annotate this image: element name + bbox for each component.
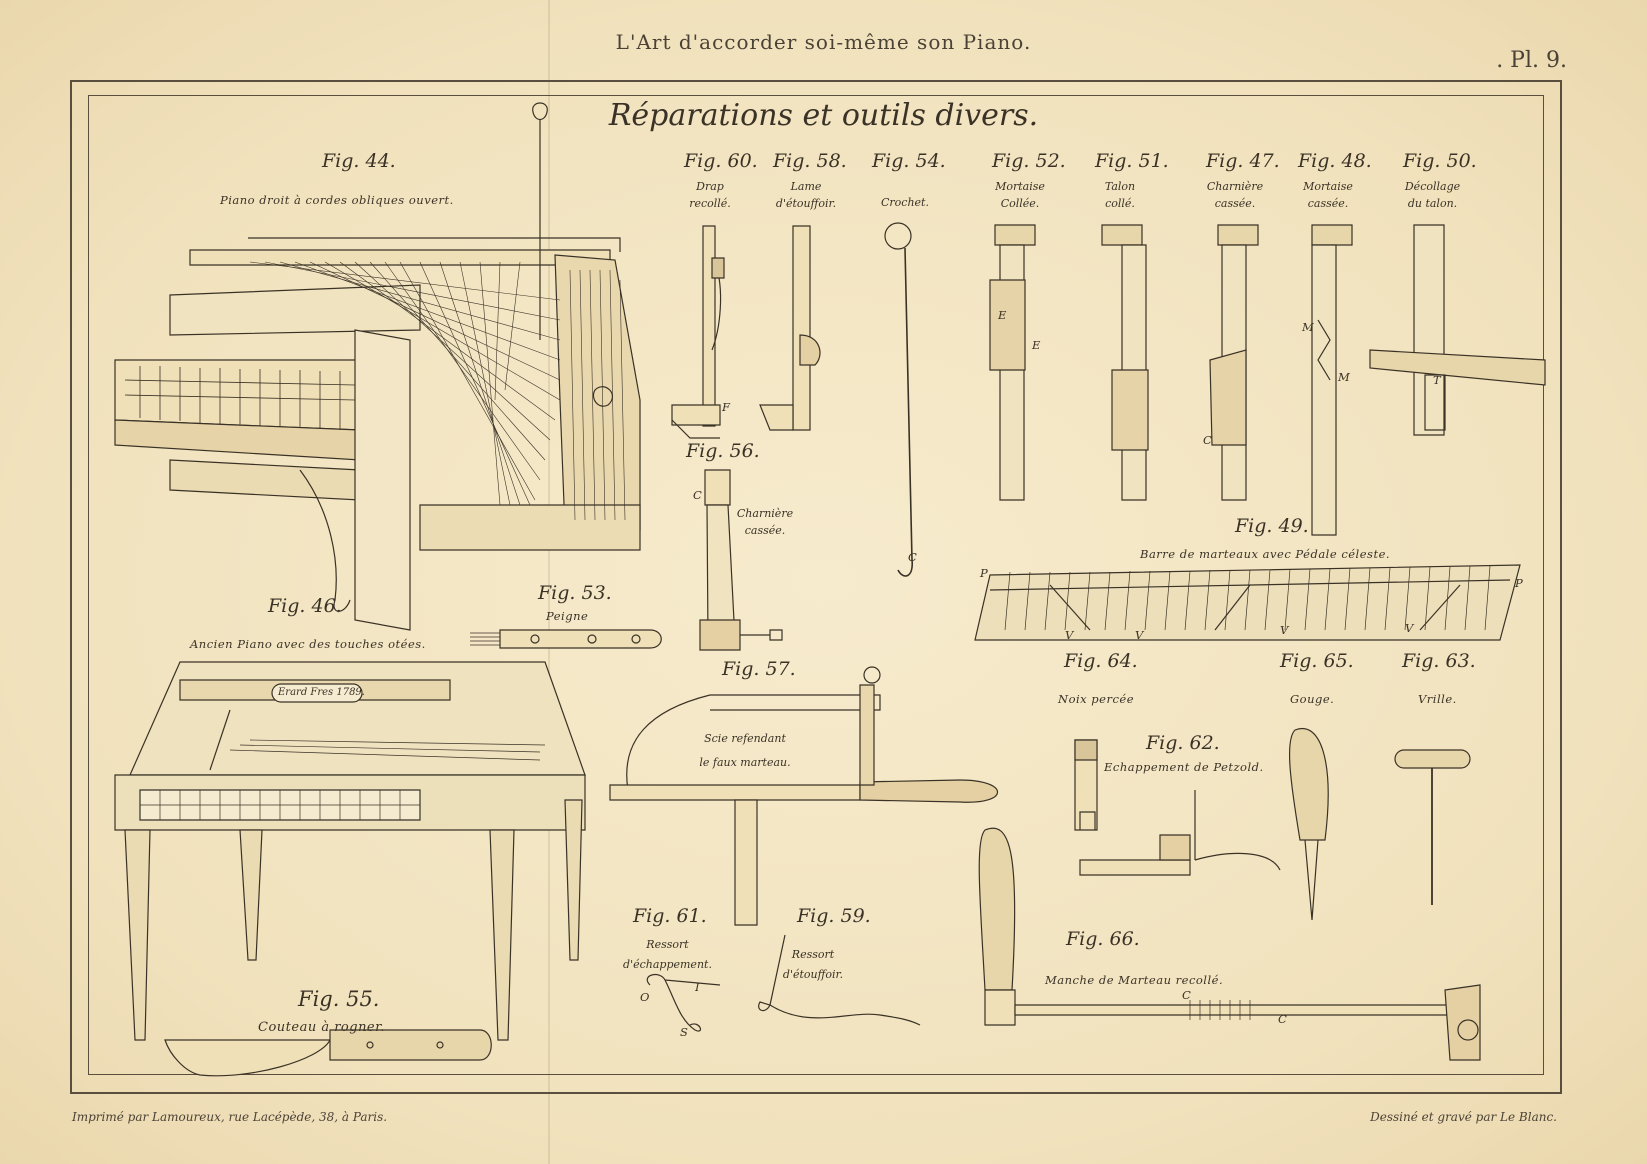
fig56-caption: Charnière cassée. bbox=[736, 507, 794, 537]
fig50-label: Fig. 50. bbox=[1403, 150, 1477, 172]
fig58-label: Fig. 58. bbox=[773, 150, 847, 172]
fig47-label: Fig. 47. bbox=[1206, 150, 1280, 172]
fig66-label: Fig. 66. bbox=[1066, 928, 1140, 950]
letter-F: F bbox=[722, 400, 731, 414]
letter-V-1: V bbox=[1065, 628, 1074, 642]
fig56-label: Fig. 56. bbox=[686, 440, 760, 462]
letter-E-1: E bbox=[998, 308, 1007, 322]
letter-P-1: P bbox=[980, 566, 989, 580]
plate-frame-outer bbox=[70, 80, 1562, 1094]
fig46-caption: Ancien Piano avec des touches otées. bbox=[190, 637, 426, 651]
letter-V-2: V bbox=[1135, 628, 1144, 642]
fig62-caption: Echappement de Petzold. bbox=[1104, 760, 1264, 774]
fig49-caption: Barre de marteaux avec Pédale céleste. bbox=[1140, 547, 1391, 561]
plate-number: . Pl. 9. bbox=[1496, 48, 1567, 73]
peigne-illustration bbox=[470, 630, 661, 648]
petzold-illustration bbox=[1075, 740, 1280, 875]
fig62-label: Fig. 62. bbox=[1146, 732, 1220, 754]
fig61-caption: Ressort d'échappement. bbox=[623, 938, 712, 971]
letter-C-54: C bbox=[908, 550, 918, 564]
fig65-label: Fig. 65. bbox=[1280, 650, 1354, 672]
fig51-label: Fig. 51. bbox=[1095, 150, 1169, 172]
saw-illustration bbox=[610, 667, 998, 925]
ressort-echappement-illustration bbox=[647, 975, 720, 1031]
letter-C-66b: C bbox=[1278, 1012, 1288, 1026]
fig61-label: Fig. 61. bbox=[633, 905, 707, 927]
fig58-illustration bbox=[760, 226, 820, 430]
ressort-etouffoir-illustration bbox=[759, 935, 920, 1025]
gouge-illustration bbox=[1290, 728, 1329, 920]
fig44-label: Fig. 44. bbox=[322, 150, 396, 172]
plate-title: Réparations et outils divers. bbox=[608, 98, 1039, 133]
letter-E-2: E bbox=[1032, 338, 1041, 352]
fig52-caption: Mortaise Collée. bbox=[995, 180, 1045, 210]
hammer-handle-illustration bbox=[979, 828, 1480, 1060]
letter-V-4: V bbox=[1405, 621, 1414, 635]
vrille-illustration bbox=[1395, 750, 1470, 905]
fig65-caption: Gouge. bbox=[1290, 692, 1335, 706]
plate-frame-inner bbox=[88, 95, 1544, 1075]
center-fold bbox=[548, 0, 550, 1164]
letter-M-2: M bbox=[1338, 370, 1351, 384]
fig54-caption: Crochet. bbox=[881, 196, 929, 209]
fig55-caption: Couteau à rogner. bbox=[258, 1020, 386, 1035]
fig53-label: Fig. 53. bbox=[538, 582, 612, 604]
letter-C-66a: C bbox=[1182, 988, 1192, 1002]
fig46-label: Fig. 46. bbox=[268, 595, 342, 617]
letter-O: O bbox=[640, 990, 650, 1004]
hammer-shanks-illustration bbox=[990, 225, 1545, 535]
maker-plate-text: Erard Fres 1789. bbox=[278, 687, 365, 698]
hammer-rail-illustration bbox=[975, 565, 1520, 640]
square-piano-illustration bbox=[115, 662, 585, 1040]
upright-piano-illustration bbox=[115, 103, 640, 630]
letter-S: S bbox=[680, 1025, 689, 1039]
fig55-label: Fig. 55. bbox=[298, 987, 380, 1011]
fig63-label: Fig. 63. bbox=[1402, 650, 1476, 672]
fig52-label: Fig. 52. bbox=[992, 150, 1066, 172]
fig66-caption: Manche de Marteau recollé. bbox=[1045, 973, 1224, 987]
fig58-caption: Lame d'étouffoir. bbox=[775, 180, 837, 210]
fig49-label: Fig. 49. bbox=[1235, 515, 1309, 537]
fig60-label: Fig. 60. bbox=[684, 150, 758, 172]
fig63-caption: Vrille. bbox=[1418, 692, 1457, 706]
engraver-credit: Dessiné et gravé par Le Blanc. bbox=[1370, 1110, 1557, 1124]
fig64-label: Fig. 64. bbox=[1064, 650, 1138, 672]
fig48-label: Fig. 48. bbox=[1298, 150, 1372, 172]
fig60-illustration bbox=[672, 226, 724, 438]
fig47-caption: Charnière cassée. bbox=[1206, 180, 1264, 210]
letter-M-1: M bbox=[1302, 320, 1315, 334]
letter-T: T bbox=[1433, 373, 1442, 387]
fig54-label: Fig. 54. bbox=[872, 150, 946, 172]
fig53-caption: Peigne bbox=[546, 609, 589, 623]
knife-illustration bbox=[165, 1030, 491, 1076]
fig60-caption: Drap recollé. bbox=[689, 180, 731, 210]
fig57-caption: Scie refendant le faux marteau. bbox=[699, 732, 791, 769]
letter-C-47: C bbox=[1203, 433, 1213, 447]
printer-credit: Imprimé par Lamoureux, rue Lacépède, 38,… bbox=[72, 1110, 388, 1124]
fig59-caption: Ressort d'étouffoir. bbox=[782, 948, 844, 981]
fig50-caption: Décollage du talon. bbox=[1404, 180, 1461, 210]
fig59-label: Fig. 59. bbox=[797, 905, 871, 927]
letter-V-3: V bbox=[1280, 623, 1289, 637]
letter-P-2: P bbox=[1515, 576, 1524, 590]
fig51-caption: Talon collé. bbox=[1104, 180, 1136, 210]
fig56-illustration bbox=[700, 470, 782, 650]
fig57-label: Fig. 57. bbox=[722, 658, 796, 680]
letter-C-56: C bbox=[693, 488, 703, 502]
running-title: L'Art d'accorder soi-même son Piano. bbox=[615, 30, 1032, 54]
crochet-illustration bbox=[885, 223, 912, 576]
fig44-caption: Piano droit à cordes obliques ouvert. bbox=[220, 193, 454, 207]
fig64-caption: Noix percée bbox=[1058, 692, 1135, 706]
fig48-caption: Mortaise cassée. bbox=[1303, 180, 1353, 210]
letter-I: I bbox=[695, 980, 701, 994]
